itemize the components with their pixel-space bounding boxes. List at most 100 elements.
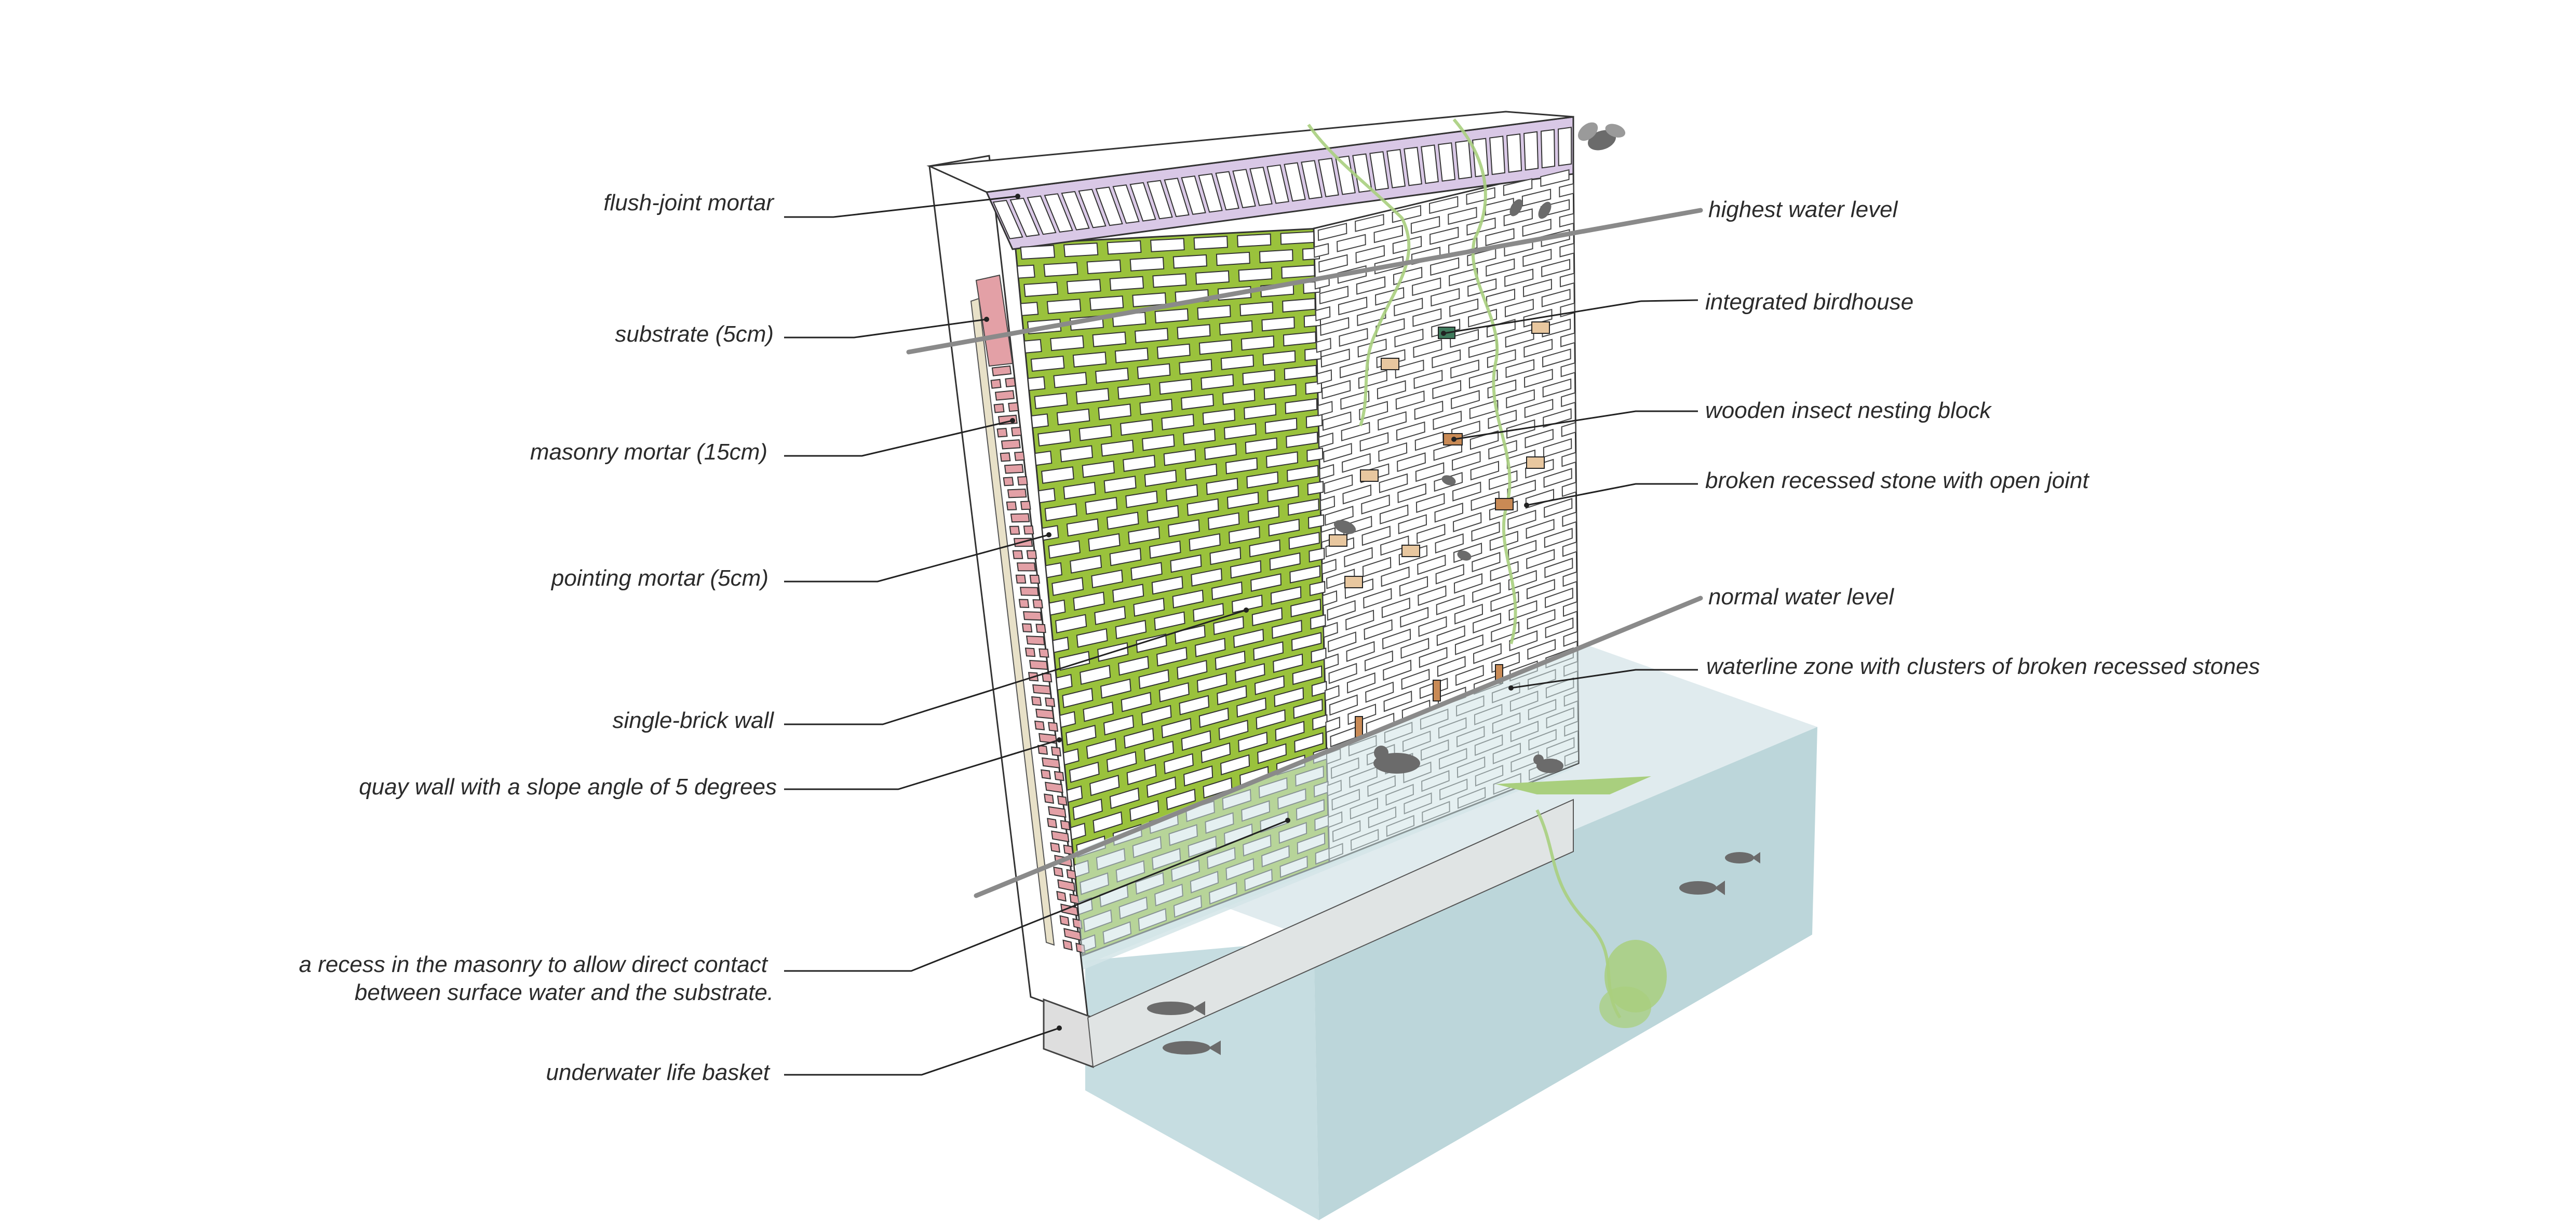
- brick: [1043, 262, 1078, 277]
- brick: [1324, 685, 1340, 701]
- brick: [1244, 403, 1277, 420]
- brick: [1504, 299, 1534, 318]
- brick: [1432, 349, 1461, 369]
- brick: [1001, 439, 1021, 450]
- brick: [1174, 625, 1206, 644]
- brick: [1005, 377, 1016, 387]
- brick: [1156, 646, 1188, 667]
- brick: [1121, 692, 1152, 712]
- brick: [1072, 352, 1107, 368]
- brick: [1050, 842, 1060, 853]
- brick: [1325, 506, 1354, 526]
- brick: [1101, 439, 1134, 457]
- brick: [1264, 417, 1298, 434]
- brick: [1544, 528, 1573, 548]
- leader-dot: [1010, 418, 1015, 423]
- brick: [1559, 213, 1575, 227]
- brick: [1345, 610, 1374, 631]
- brick: [1323, 442, 1353, 463]
- brick: [1063, 844, 1074, 855]
- brick: [1103, 476, 1137, 493]
- brick: [1542, 378, 1572, 398]
- brick: [1156, 343, 1191, 359]
- brick: [1467, 278, 1497, 297]
- brick: [1066, 518, 1099, 537]
- brick: [1075, 388, 1110, 404]
- brick: [990, 379, 1002, 389]
- brick: [1268, 519, 1300, 537]
- brick: [1266, 164, 1289, 204]
- brick: [1306, 447, 1324, 462]
- brick: [1286, 431, 1318, 448]
- brick: [1198, 173, 1223, 213]
- brick: [1004, 464, 1024, 474]
- brick: [1141, 705, 1172, 726]
- brick: [1092, 331, 1127, 347]
- brick: [1195, 270, 1230, 285]
- brick: [1489, 136, 1506, 175]
- leader-dot: [1057, 1025, 1062, 1031]
- brick: [1164, 753, 1194, 775]
- brick: [1527, 639, 1556, 660]
- brick: [1152, 273, 1187, 288]
- brick: [1450, 359, 1480, 379]
- insect-block: [1360, 469, 1379, 482]
- brick: [1523, 339, 1553, 358]
- basket-top: [1087, 799, 1574, 1068]
- brick: [1235, 663, 1265, 683]
- wall-features: [1329, 321, 1550, 738]
- brick: [1433, 410, 1462, 430]
- brick: [1052, 637, 1070, 653]
- brick: [1047, 818, 1058, 829]
- leader-dot: [1508, 685, 1514, 691]
- brick: [1324, 653, 1339, 670]
- brick: [1020, 302, 1039, 316]
- brick: [1016, 562, 1036, 572]
- bird-icon: [1533, 754, 1563, 773]
- brick: [1545, 617, 1574, 639]
- brick: [1193, 236, 1229, 250]
- brick: [1012, 550, 1023, 559]
- leader-line: [1453, 410, 1698, 440]
- brick: [1505, 359, 1535, 379]
- brick: [1058, 651, 1090, 671]
- brick: [1525, 428, 1554, 449]
- leader-line: [1526, 483, 1698, 506]
- brick: [1363, 588, 1392, 609]
- brick: [1154, 308, 1189, 323]
- fish-icon: [1725, 852, 1760, 863]
- insect-block: [1355, 716, 1363, 738]
- brick: [1109, 547, 1142, 566]
- brick: [1201, 374, 1234, 390]
- brick: [1329, 694, 1358, 716]
- brick: [1029, 574, 1041, 584]
- brick: [1448, 207, 1477, 225]
- brick: [1283, 331, 1316, 347]
- brick: [1454, 634, 1483, 655]
- brick: [1008, 402, 1019, 412]
- brick: [1139, 398, 1173, 415]
- brick: [1015, 574, 1027, 584]
- brick: [1117, 383, 1151, 400]
- brick: [1023, 281, 1059, 298]
- normal-water-level-line: [974, 596, 1703, 898]
- brick: [1193, 603, 1224, 622]
- label-quay-wall: quay wall with a slope angle of 5 degree…: [359, 774, 777, 800]
- brick: [1056, 408, 1090, 426]
- brick: [1014, 451, 1025, 461]
- brick: [1069, 761, 1100, 783]
- brick: [1045, 562, 1062, 578]
- plant-icon: [1599, 987, 1651, 1028]
- brick: [1066, 279, 1101, 294]
- brick: [1198, 339, 1233, 355]
- brick: [1211, 581, 1243, 600]
- brick: [1034, 450, 1053, 466]
- brick: [1133, 598, 1165, 617]
- brick: [1189, 533, 1221, 551]
- brick: [1098, 403, 1131, 421]
- brick: [1319, 495, 1336, 511]
- brick: [1030, 355, 1065, 372]
- brick: [1419, 646, 1448, 668]
- brick: [1527, 609, 1556, 630]
